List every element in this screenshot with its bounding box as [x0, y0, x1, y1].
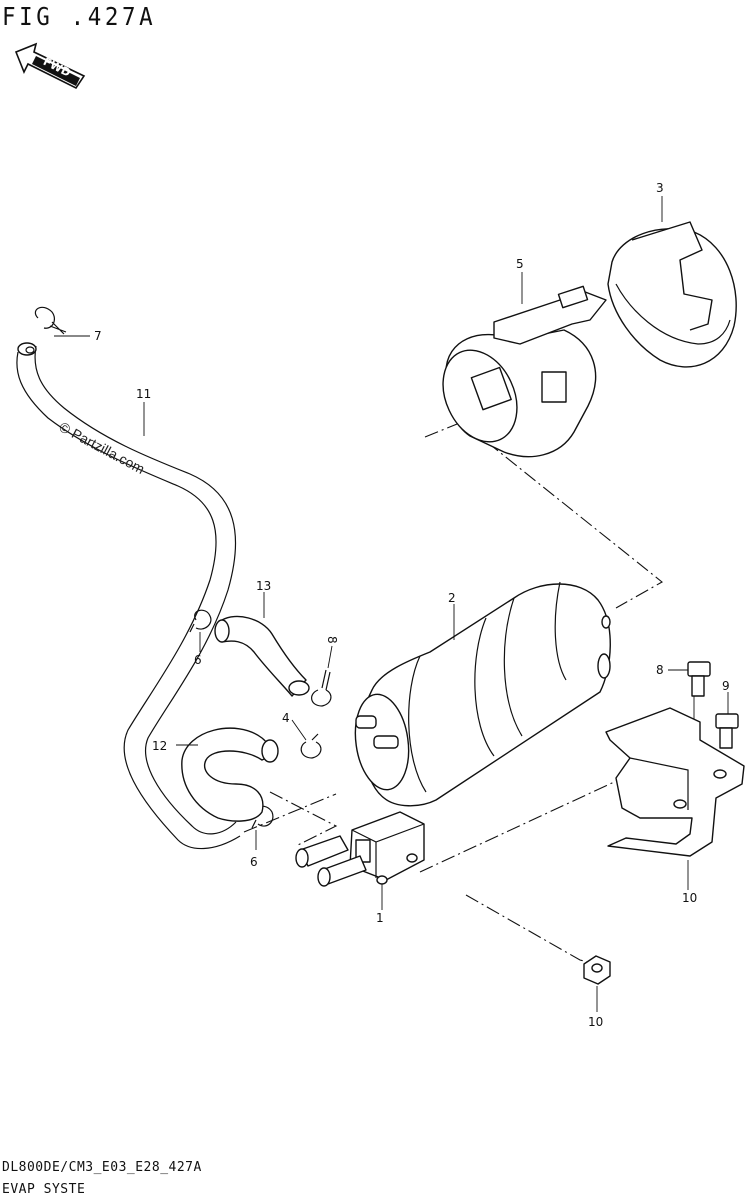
callout-3: 3 — [656, 181, 664, 195]
callout-4: 4 — [282, 711, 290, 725]
clamp-4 — [300, 733, 322, 759]
callout-7-top: 7 — [94, 329, 102, 343]
callout-8-b: 9 — [722, 679, 730, 693]
callout-7-mid: 8 — [325, 636, 339, 644]
watermark: © Partzilla.com — [57, 419, 148, 477]
callout-9: 10 — [682, 891, 697, 905]
assembly-line-bracket — [424, 421, 663, 609]
bolt-8-a — [687, 661, 711, 697]
clip-7-mid — [311, 669, 332, 707]
clamp-6-upper — [189, 609, 212, 633]
assembly-line-hose12 — [243, 793, 337, 833]
footer-name: EVAP SYSTE — [2, 1182, 86, 1197]
callout-8-a: 8 — [656, 663, 664, 677]
figure-title: FIG .427A — [2, 2, 157, 31]
callout-13: 13 — [256, 579, 271, 593]
callout-1: 1 — [376, 911, 384, 925]
callout-10: 10 — [588, 1015, 603, 1029]
assembly-line-mount — [419, 769, 641, 873]
callout-12: 12 — [152, 739, 167, 753]
callout-6-upper: 6 — [194, 653, 202, 667]
assembly-line-hoses — [269, 791, 338, 847]
bracket-9 — [605, 707, 745, 857]
assembly-line-nut — [465, 894, 601, 966]
hose-11 — [16, 351, 241, 850]
clip-7-top — [34, 306, 67, 335]
callout-11: 11 — [136, 387, 151, 401]
footer-code: DL800DE/CM3_E03_E28_427A — [2, 1160, 202, 1175]
hose-13 — [221, 615, 307, 697]
callout-6-lower: 6 — [250, 855, 258, 869]
bolt-8-b — [715, 713, 739, 749]
nut-10 — [583, 955, 611, 985]
callout-5: 5 — [516, 257, 524, 271]
callout-2: 2 — [448, 591, 456, 605]
hose-11-end — [17, 342, 37, 356]
hose-12 — [181, 727, 271, 822]
fwd-arrow-icon: FWD — [14, 42, 86, 90]
